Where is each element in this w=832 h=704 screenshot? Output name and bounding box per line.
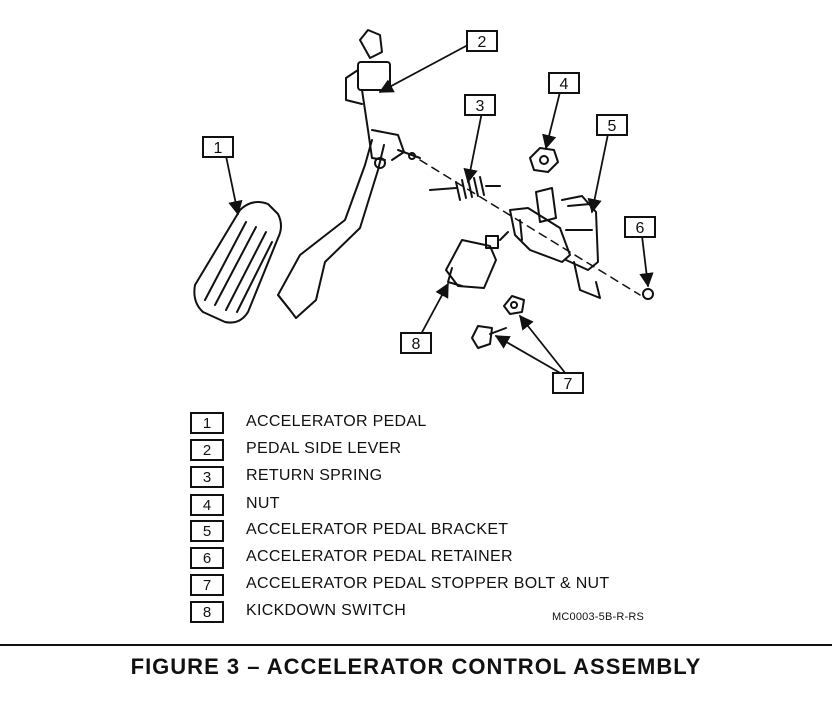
legend-row: 7 ACCELERATOR PEDAL STOPPER BOLT & NUT bbox=[190, 574, 710, 598]
callout-6: 6 bbox=[624, 216, 656, 238]
legend-number: 4 bbox=[190, 494, 224, 516]
figure-title: FIGURE 3 – ACCELERATOR CONTROL ASSEMBLY bbox=[130, 654, 702, 679]
accelerator-pedal-part bbox=[193, 201, 282, 324]
nut-part bbox=[529, 147, 559, 173]
legend-row: 2 PEDAL SIDE LEVER bbox=[190, 439, 710, 463]
legend-number: 1 bbox=[190, 412, 224, 434]
legend-label: ACCELERATOR PEDAL RETAINER bbox=[246, 548, 513, 565]
return-spring-part bbox=[429, 176, 501, 201]
legend-row: 6 ACCELERATOR PEDAL RETAINER bbox=[190, 547, 710, 571]
divider bbox=[0, 644, 832, 646]
figure-code: MC0003-5B-R-RS bbox=[552, 611, 645, 623]
callout-8: 8 bbox=[400, 332, 432, 354]
legend-row: 3 RETURN SPRING bbox=[190, 466, 710, 490]
callout-3: 3 bbox=[464, 94, 496, 116]
callout-7: 7 bbox=[552, 372, 584, 394]
legend-row: 1 ACCELERATOR PEDAL bbox=[190, 412, 710, 436]
legend-number: 3 bbox=[190, 466, 224, 488]
pedal-side-lever-part bbox=[345, 29, 421, 169]
accelerator-pedal-bracket-part bbox=[509, 187, 601, 299]
legend-label: NUT bbox=[246, 495, 280, 512]
legend-number: 5 bbox=[190, 520, 224, 542]
callout-1: 1 bbox=[202, 136, 234, 158]
kickdown-switch-part bbox=[445, 231, 509, 289]
callout-5: 5 bbox=[596, 114, 628, 136]
legend-label: ACCELERATOR PEDAL BRACKET bbox=[246, 521, 509, 538]
stopper-bolt-nut-part bbox=[471, 295, 525, 349]
legend-label: ACCELERATOR PEDAL STOPPER BOLT & NUT bbox=[246, 575, 610, 592]
legend-row: 4 NUT bbox=[190, 494, 710, 518]
legend-label: PEDAL SIDE LEVER bbox=[246, 440, 402, 457]
legend-label: ACCELERATOR PEDAL bbox=[246, 413, 427, 430]
accelerator-pedal-retainer-part bbox=[642, 288, 654, 300]
legend-row: 8 KICKDOWN SWITCH bbox=[190, 601, 710, 625]
legend-number: 6 bbox=[190, 547, 224, 569]
legend-label: RETURN SPRING bbox=[246, 467, 383, 484]
legend-number: 8 bbox=[190, 601, 224, 623]
assembly-illustration bbox=[193, 29, 654, 375]
callout-4: 4 bbox=[548, 72, 580, 94]
callout-2: 2 bbox=[466, 30, 498, 52]
legend-number: 7 bbox=[190, 574, 224, 596]
legend-row: 5 ACCELERATOR PEDAL BRACKET bbox=[190, 520, 710, 544]
pedal-arm-part bbox=[277, 139, 385, 319]
legend-number: 2 bbox=[190, 439, 224, 461]
legend-label: KICKDOWN SWITCH bbox=[246, 602, 407, 619]
